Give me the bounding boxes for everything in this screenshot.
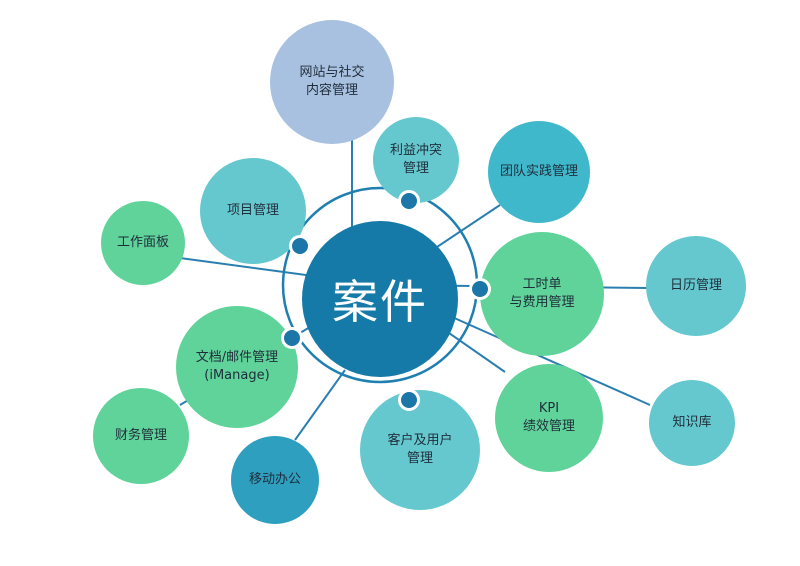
node-doc-email[interactable]: 文档/邮件管理 (iManage): [176, 306, 298, 428]
node-kpi-label: KPI 绩效管理: [522, 401, 575, 434]
node-timesheet-billing[interactable]: 工时单 与费用管理: [480, 232, 604, 356]
node-timesheet-billing-label: 工时单 与费用管理: [509, 277, 575, 310]
node-dashboard[interactable]: 工作面板: [101, 201, 185, 285]
connector-dot-doc-email: [281, 327, 303, 349]
node-calendar[interactable]: 日历管理: [646, 236, 746, 336]
node-knowledge-base-label: 知识库: [672, 415, 712, 430]
node-mobile-office[interactable]: 移动办公: [231, 436, 319, 524]
center-node-label: 案件: [332, 275, 428, 329]
node-mobile-office-label: 移动办公: [248, 472, 301, 487]
node-doc-email-label: 文档/邮件管理 (iManage): [195, 350, 279, 383]
node-knowledge-base[interactable]: 知识库: [649, 380, 735, 466]
node-website-social[interactable]: 网站与社交 内容管理: [270, 20, 394, 144]
connector-dot-client-user: [398, 389, 420, 411]
node-calendar-label: 日历管理: [669, 278, 722, 293]
connector-dot-conflict-check: [398, 190, 420, 212]
connector-dot-timesheet-billing: [469, 278, 491, 300]
connector-dot-project-mgmt: [289, 235, 311, 257]
node-conflict-check-label: 利益冲突 管理: [389, 143, 442, 176]
center-node[interactable]: 案件: [302, 221, 458, 377]
node-client-user[interactable]: 客户及用户 管理: [360, 390, 480, 510]
node-finance[interactable]: 财务管理: [93, 388, 189, 484]
connector-mobile-office: [294, 369, 346, 441]
node-conflict-check[interactable]: 利益冲突 管理: [373, 117, 459, 203]
node-client-user-label: 客户及用户 管理: [387, 433, 453, 466]
node-project-mgmt[interactable]: 项目管理: [200, 158, 306, 264]
node-website-social-label: 网站与社交 内容管理: [299, 65, 365, 98]
node-team-practice-label: 团队实践管理: [499, 164, 578, 179]
node-finance-label: 财务管理: [114, 428, 167, 443]
node-project-mgmt-label: 项目管理: [226, 203, 279, 218]
node-kpi[interactable]: KPI 绩效管理: [495, 364, 603, 472]
node-dashboard-label: 工作面板: [116, 235, 169, 250]
node-team-practice[interactable]: 团队实践管理: [488, 121, 590, 223]
